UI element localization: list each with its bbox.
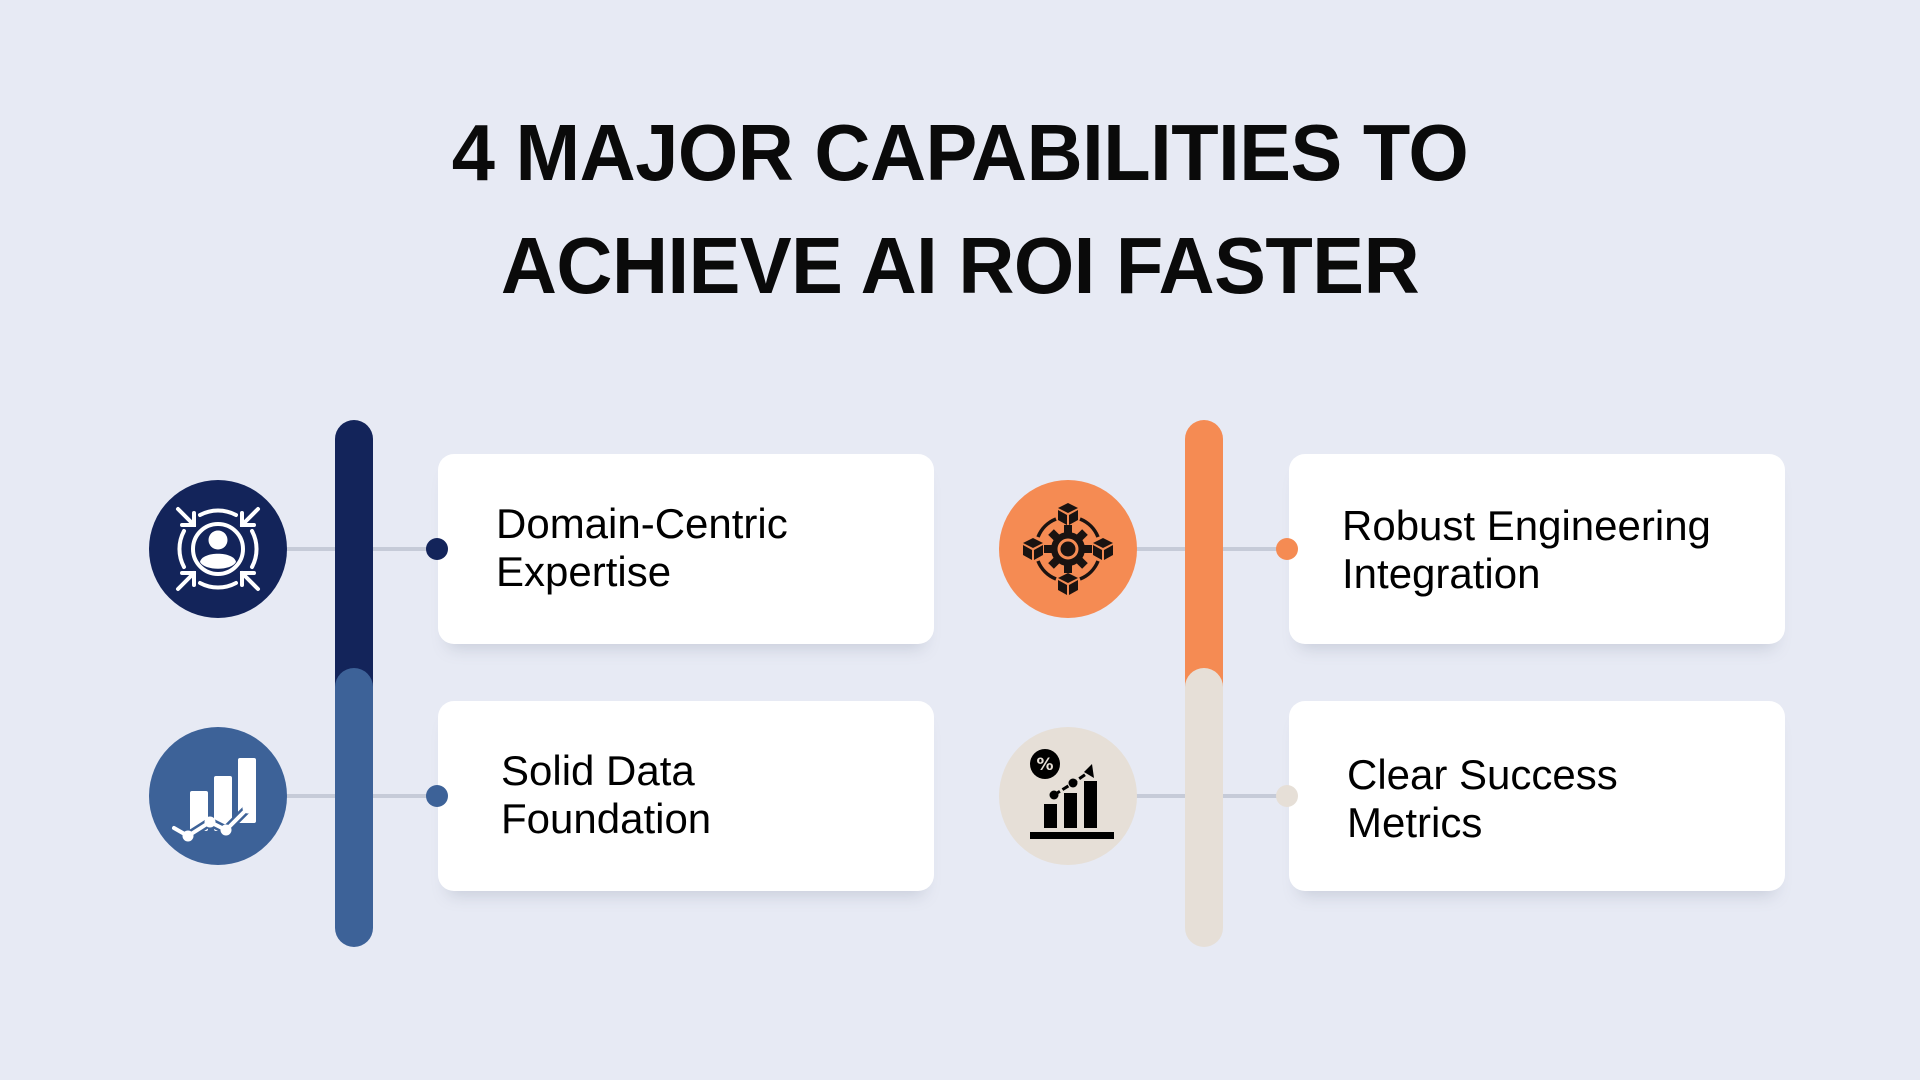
connector-dot <box>426 538 448 560</box>
capability-card: Domain-Centric Expertise <box>438 454 934 644</box>
page-title: 4 MAJOR CAPABILITIES TO ACHIEVE AI ROI F… <box>29 96 1891 322</box>
timeline-bar-segment-upper <box>335 420 373 688</box>
timeline-bar-segment-upper <box>1185 420 1223 688</box>
timeline-bar-joint <box>335 668 373 708</box>
gear-cubes-network-icon <box>1023 503 1113 595</box>
bar-chart-trend-icon <box>169 758 256 842</box>
title-line-2: ACHIEVE AI ROI FASTER <box>500 221 1420 310</box>
percent-growth-chart-icon: % <box>1030 749 1114 839</box>
capability-card: Robust Engineering Integration <box>1289 454 1785 644</box>
capability-card: Solid Data Foundation <box>438 701 934 891</box>
capability-icon-badge <box>149 727 287 865</box>
timeline-bar-joint <box>1185 668 1223 708</box>
capability-card: Clear Success Metrics <box>1289 701 1785 891</box>
title-line-1: 4 MAJOR CAPABILITIES TO <box>451 108 1469 197</box>
capability-label: Solid Data Foundation <box>501 747 712 842</box>
timeline-bar-segment-lower <box>335 668 373 947</box>
capability-icon-badge <box>999 480 1137 618</box>
capability-icon-badge: % <box>999 727 1137 865</box>
svg-text:%: % <box>1036 755 1053 775</box>
user-focus-arrows-icon <box>176 507 260 591</box>
capability-label: Domain-Centric Expertise <box>496 500 788 595</box>
capability-icon-badge <box>149 480 287 618</box>
connector-dot <box>1276 538 1298 560</box>
timeline-bar-segment-lower <box>1185 668 1223 947</box>
connector-dot <box>426 785 448 807</box>
capability-label: Robust Engineering Integration <box>1342 502 1711 597</box>
capability-label: Clear Success Metrics <box>1347 751 1618 846</box>
connector-dot <box>1276 785 1298 807</box>
